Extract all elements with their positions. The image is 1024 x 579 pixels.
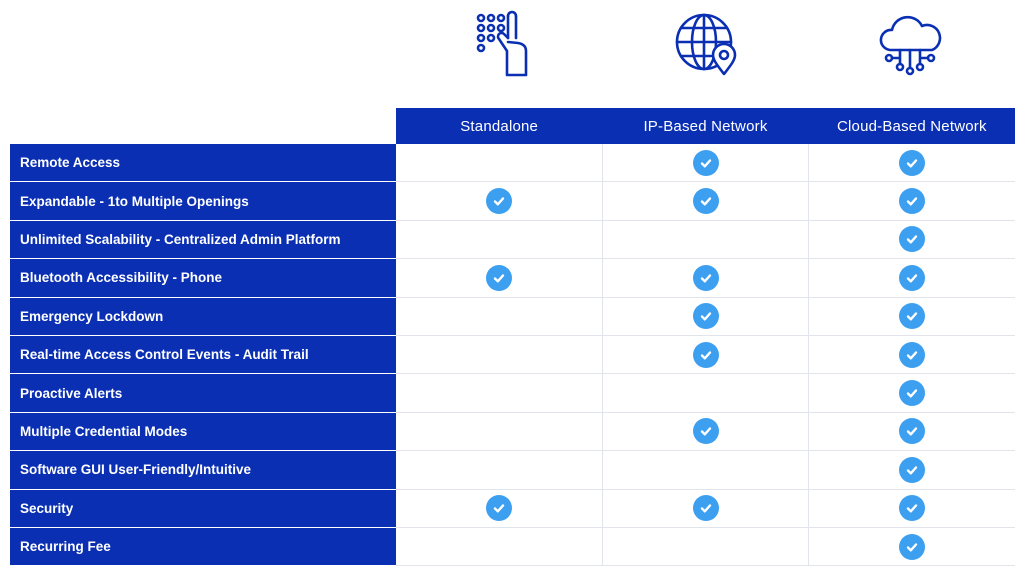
cell-standalone (396, 297, 603, 336)
checkmark-icon (899, 495, 926, 522)
checkmark-icon (692, 418, 719, 445)
checkmark-icon (899, 418, 926, 445)
cell-standalone (396, 144, 603, 183)
cell-cloud (809, 336, 1016, 375)
cell-ip (602, 297, 810, 336)
cell-cloud (809, 451, 1016, 490)
feature-label: Proactive Alerts (10, 374, 396, 413)
cell-standalone (396, 182, 603, 221)
feature-label: Multiple Credential Modes (10, 412, 396, 452)
cell-standalone (396, 412, 603, 452)
feature-label: Real-time Access Control Events - Audit … (10, 335, 396, 375)
table-row: Security (10, 489, 1016, 528)
checkmark-icon (899, 264, 926, 291)
cell-standalone (396, 374, 603, 413)
feature-label: Expandable - 1to Multiple Openings (10, 182, 396, 221)
cell-standalone (396, 220, 603, 260)
cell-standalone (396, 335, 603, 375)
checkmark-icon (899, 188, 926, 215)
cell-cloud (809, 221, 1016, 260)
cell-standalone (396, 451, 603, 490)
checkmark-icon (485, 495, 512, 522)
table-row: Bluetooth Accessibility - Phone (10, 259, 1016, 298)
feature-label: Unlimited Scalability - Centralized Admi… (10, 220, 396, 260)
cell-cloud (809, 528, 1016, 567)
cell-ip (602, 144, 810, 183)
table-row: Unlimited Scalability - Centralized Admi… (10, 220, 1016, 260)
checkmark-icon (692, 341, 719, 368)
cell-ip (602, 527, 810, 567)
cell-cloud (809, 298, 1016, 336)
column-header-standalone: Standalone (460, 117, 539, 135)
checkmark-icon (692, 264, 719, 291)
feature-label: Software GUI User-Friendly/Intuitive (10, 451, 396, 490)
checkmark-icon (899, 533, 926, 560)
table-row: Emergency Lockdown (10, 297, 1016, 336)
cell-standalone (396, 527, 603, 567)
keypad-hand-icon (468, 10, 540, 82)
feature-label: Security (10, 489, 396, 528)
checkmark-icon (899, 226, 926, 253)
table-row: Remote Access (10, 144, 1016, 183)
cell-ip (602, 489, 810, 528)
checkmark-icon (692, 188, 719, 215)
checkmark-icon (485, 264, 512, 291)
cloud-network-icon (874, 10, 946, 82)
checkmark-icon (899, 341, 926, 368)
cell-ip (602, 335, 810, 375)
checkmark-icon (485, 188, 512, 215)
column-header-bar: Standalone IP-Based Network Cloud-Based … (396, 108, 1015, 144)
feature-label: Recurring Fee (10, 527, 396, 567)
checkmark-icon (692, 303, 719, 330)
column-header-ip-based: IP-Based Network (643, 117, 768, 135)
cell-standalone (396, 259, 603, 298)
checkmark-icon (899, 380, 926, 407)
table-row: Multiple Credential Modes (10, 412, 1016, 452)
cell-cloud (809, 144, 1016, 183)
cell-ip (602, 374, 810, 413)
feature-label: Remote Access (10, 144, 396, 183)
cell-standalone (396, 489, 603, 528)
table-row: Software GUI User-Friendly/Intuitive (10, 451, 1016, 490)
cell-cloud (809, 182, 1016, 221)
cell-ip (602, 182, 810, 221)
table-row: Expandable - 1to Multiple Openings (10, 182, 1016, 221)
cell-cloud (809, 259, 1016, 298)
checkmark-icon (899, 303, 926, 330)
cell-cloud (809, 374, 1016, 413)
column-header-cloud-based: Cloud-Based Network (836, 117, 987, 135)
cell-cloud (809, 413, 1016, 452)
checkmark-icon (692, 495, 719, 522)
table-row: Real-time Access Control Events - Audit … (10, 335, 1016, 375)
feature-label: Emergency Lockdown (10, 297, 396, 336)
column-icons (400, 10, 1014, 82)
table-row: Recurring Fee (10, 527, 1016, 567)
checkmark-icon (899, 149, 926, 176)
cell-cloud (809, 490, 1016, 528)
checkmark-icon (692, 149, 719, 176)
globe-location-icon (672, 10, 744, 82)
cell-ip (602, 259, 810, 298)
cell-ip (602, 451, 810, 490)
cell-ip (602, 220, 810, 260)
cell-ip (602, 412, 810, 452)
checkmark-icon (899, 456, 926, 483)
feature-label: Bluetooth Accessibility - Phone (10, 259, 396, 298)
table-row: Proactive Alerts (10, 374, 1016, 413)
